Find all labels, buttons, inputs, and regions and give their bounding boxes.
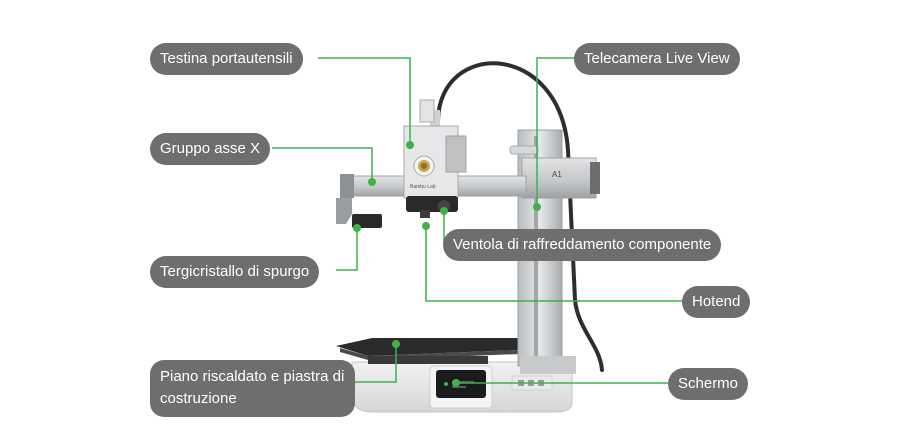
label-heatbed: Piano riscaldato e piastra di costruzion… <box>150 360 355 417</box>
cable-tube <box>436 61 604 372</box>
label-x-axis: Gruppo asse X <box>150 133 271 165</box>
label-toolhead: Testina portautensili <box>150 43 303 75</box>
label-hotend: Hotend <box>682 286 751 318</box>
label-part-fan: Ventola di raffreddamento componente <box>443 229 722 261</box>
callout-dots <box>353 141 541 387</box>
svg-text:A1: A1 <box>552 170 562 179</box>
label-camera: Telecamera Live View <box>574 43 740 75</box>
label-screen: Schermo <box>668 368 749 400</box>
label-nozzle-wiper: Tergicristallo di spurgo <box>150 256 320 288</box>
callout-lines <box>272 57 684 384</box>
heatbed-plate <box>336 338 520 356</box>
svg-text:Bambu Lab: Bambu Lab <box>410 184 436 190</box>
nozzle-wiper <box>336 198 352 224</box>
screen-display <box>436 370 486 398</box>
hotend-block <box>406 196 458 212</box>
